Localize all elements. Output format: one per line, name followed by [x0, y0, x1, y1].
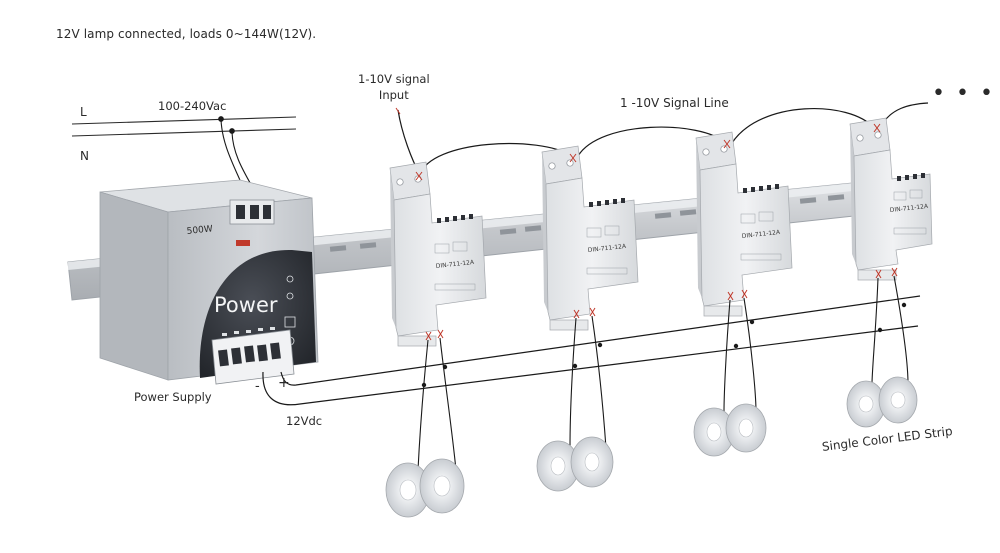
mains-line-l [71, 116, 297, 125]
terminal-minus-label: - [255, 379, 260, 394]
mains-lines [71, 116, 297, 137]
diagram-caption: 12V lamp connected, loads 0~144W(12V). [56, 27, 317, 41]
mains-l-label: L [80, 105, 87, 119]
led-reel-pair-3 [693, 403, 767, 457]
dimmer-module-1: DIN-711-12A [389, 161, 487, 347]
dc-output-label: 12Vdc [286, 414, 323, 428]
dimmer-module-4: DIN-711-12A [849, 117, 933, 281]
led-reel-pair-2 [536, 436, 614, 492]
psu-wattage: 500W [186, 224, 213, 237]
signal-input-line1: 1-10V signal [358, 72, 430, 86]
psu-brand-text: Power [214, 293, 278, 317]
dimmer-modules: DIN-711-12A DIN-711-12A [389, 117, 933, 347]
signal-line-label: 1 -10V Signal Line [620, 96, 729, 110]
bus-junctions [421, 302, 907, 388]
dimmer-module-2: DIN-711-12A [541, 145, 639, 331]
led-reel-pair-1 [385, 458, 465, 518]
led-reel-pair-4 [846, 376, 918, 428]
signal-input-label: 1-10V signal Input [358, 71, 430, 103]
module-model-label: DIN-711-12A [741, 229, 781, 240]
signal-input-line2: Input [378, 88, 409, 102]
output-wires [417, 275, 909, 471]
module-model-label: DIN-711-12A [435, 259, 475, 270]
dimmer-module-3: DIN-711-12A [695, 131, 793, 317]
signal-chain-wires [397, 102, 929, 176]
continuation-dots: • • • [932, 81, 995, 106]
led-strip-reels [385, 376, 918, 518]
power-supply-label: Power Supply [134, 390, 212, 404]
mains-voltage-label: 100-240Vac [158, 99, 227, 113]
power-supply-unit [99, 179, 319, 385]
signal-terminal-marks [395, 107, 898, 341]
mains-n-label: N [80, 149, 89, 163]
terminal-plus-label: + [278, 375, 290, 391]
mains-line-n [71, 128, 297, 137]
dc-bus-wires [262, 295, 921, 406]
module-model-label: DIN-711-12A [889, 203, 929, 214]
module-model-label: DIN-711-12A [587, 243, 627, 254]
